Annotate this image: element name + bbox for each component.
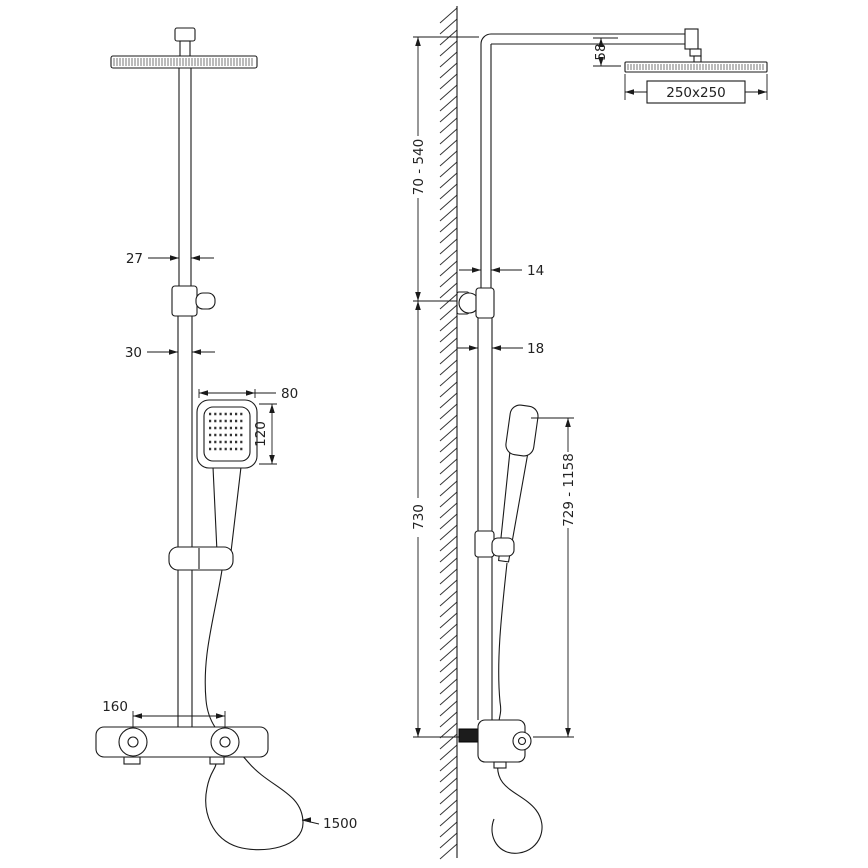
dim-head-size: 250x250 bbox=[624, 74, 768, 104]
dim-label-head-drop: 58 bbox=[593, 43, 609, 60]
upper-bracket-front bbox=[171, 285, 216, 317]
dim-pipe-width: 27 bbox=[126, 251, 214, 267]
front-view: 27 30 bbox=[95, 27, 357, 851]
dim-upper-range: 70 - 540 bbox=[411, 36, 479, 302]
dim-label-handset-width: 80 bbox=[281, 386, 298, 402]
arm-end-fitting bbox=[684, 28, 699, 50]
dim-handset-height: 120 bbox=[253, 403, 277, 465]
overhead-shower-side bbox=[624, 61, 768, 73]
side-view: 58 250x250 70 - 540 bbox=[411, 6, 768, 860]
handset-holder-side bbox=[474, 530, 515, 558]
overhead-shower-front bbox=[110, 55, 258, 69]
dim-label-handset-height: 120 bbox=[253, 421, 269, 447]
spray-face-dots bbox=[209, 412, 245, 451]
hand-shower-front bbox=[196, 399, 258, 553]
dim-hose-length: 1500 bbox=[301, 816, 357, 832]
dim-valve-centers: 160 bbox=[102, 699, 226, 727]
shower-hose-front bbox=[204, 569, 304, 851]
head-size-box bbox=[646, 80, 746, 104]
front-head-hatch bbox=[113, 58, 253, 66]
dim-label-lower-pipe-width: 30 bbox=[125, 345, 142, 361]
dim-label-upper-pipe-depth: 14 bbox=[527, 263, 544, 279]
wall-bracket-side bbox=[456, 287, 495, 319]
top-fitting bbox=[174, 27, 196, 58]
hand-shower-handle bbox=[212, 466, 242, 553]
dim-label-hose-length: 1500 bbox=[323, 816, 357, 832]
dim-lower-pipe-depth: 18 bbox=[457, 341, 544, 357]
mixer-valve-side bbox=[458, 719, 532, 769]
shower-hose-side bbox=[491, 562, 543, 854]
side-head-hatch bbox=[627, 64, 764, 70]
dim-lower-pipe-width: 30 bbox=[125, 345, 215, 361]
dim-label-pipe-width: 27 bbox=[126, 251, 143, 267]
wall-section bbox=[439, 6, 458, 860]
front-riser-pipe bbox=[177, 68, 193, 727]
dim-head-drop: 58 bbox=[593, 37, 621, 67]
dim-label-upper-range: 70 - 540 bbox=[411, 139, 427, 195]
hand-shower-side bbox=[498, 404, 539, 563]
dim-upper-pipe-depth: 14 bbox=[459, 263, 544, 279]
wall-hatch bbox=[439, 7, 458, 860]
dim-label-lower-pipe-depth: 18 bbox=[527, 341, 544, 357]
wall-supply-connector bbox=[458, 728, 479, 743]
dim-handset-range: 729 - 1158 bbox=[531, 417, 577, 738]
dim-label-handset-range: 729 - 1158 bbox=[561, 453, 577, 527]
mixer-valve-front bbox=[95, 726, 269, 765]
side-riser-pipe bbox=[477, 28, 702, 720]
dim-label-riser-height: 730 bbox=[411, 504, 427, 530]
dim-label-head-size: 250x250 bbox=[666, 85, 726, 101]
dim-handset-width: 80 bbox=[198, 386, 298, 402]
handset-holder-front bbox=[168, 546, 234, 571]
dim-label-valve-centers: 160 bbox=[102, 699, 128, 715]
